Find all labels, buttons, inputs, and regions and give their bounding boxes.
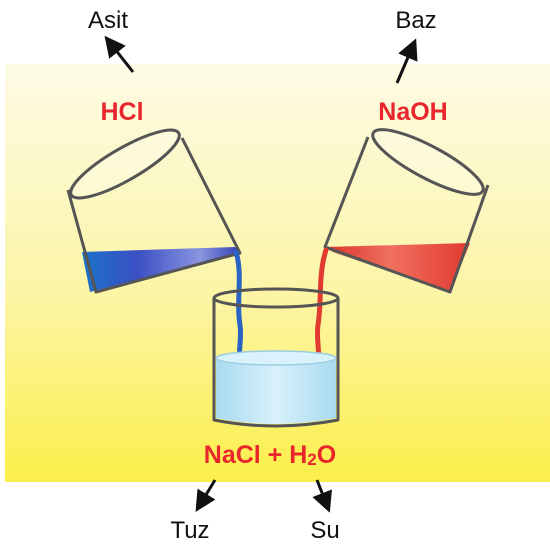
arrow-up-right-icon <box>395 38 418 84</box>
salt-label: Tuz <box>170 517 209 544</box>
acid-stream <box>233 249 244 363</box>
arrow-down-right-icon <box>312 479 332 513</box>
arrow-down-left-icon <box>195 479 217 512</box>
base-label: Baz <box>395 7 436 34</box>
base-stream <box>314 247 329 363</box>
acid-formula: HCl <box>100 98 143 126</box>
arrow-up-left-icon <box>104 35 135 73</box>
water-label: Su <box>310 517 339 544</box>
acid-label: Asit <box>88 7 128 34</box>
acid-beaker <box>66 128 242 294</box>
reaction-equation: NaCl + H2O <box>204 441 336 469</box>
base-formula: NaOH <box>378 98 447 126</box>
product-beaker <box>212 287 340 428</box>
base-beaker <box>323 128 490 294</box>
